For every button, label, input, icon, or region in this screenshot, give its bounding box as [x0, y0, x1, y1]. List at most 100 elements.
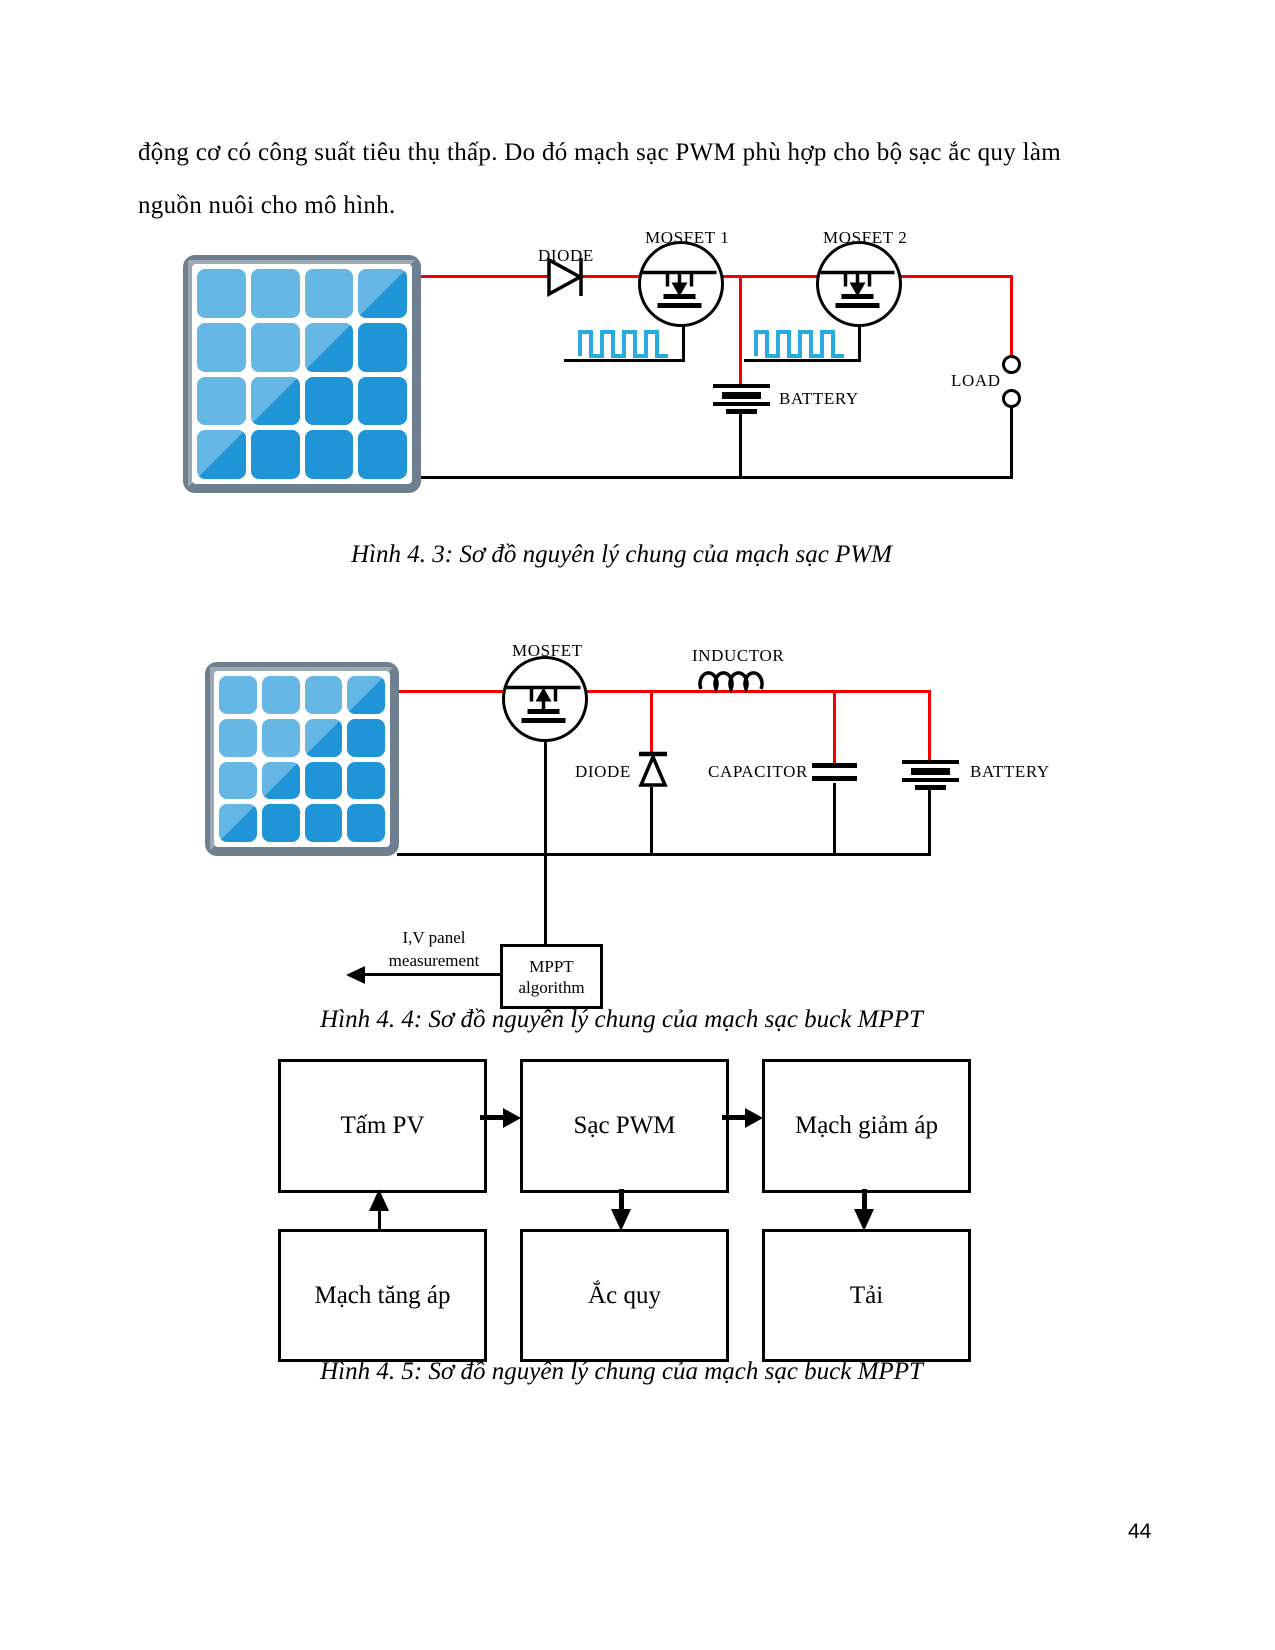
page-number: 44 [1128, 1520, 1152, 1543]
solar-cell [197, 430, 246, 479]
block-label: Mạch giảm áp [794, 1112, 938, 1139]
solar-cell [261, 718, 300, 757]
solar-panel-cells [214, 671, 390, 847]
battery-symbol [726, 409, 757, 414]
wire-segment [833, 692, 836, 765]
block-mach-tang-ap: Mạch tăng áp [278, 1229, 487, 1362]
figure-blocks-caption: Hình 4. 5: Sơ đồ nguyên lý chung của mạc… [320, 1358, 923, 1385]
solar-cell [197, 269, 246, 318]
wire-segment [739, 277, 742, 384]
solar-cell [347, 761, 385, 800]
arrow-shaft [619, 1189, 624, 1211]
diode-symbol [638, 751, 668, 787]
solar-panel-icon [205, 662, 399, 856]
arrowhead-right-icon [745, 1108, 763, 1128]
load-terminal [1002, 389, 1021, 408]
solar-cell [304, 376, 354, 426]
battery-symbol [722, 392, 761, 399]
diode-label: DIODE [575, 762, 631, 781]
wire-segment [858, 309, 861, 362]
mosfet1-symbol [638, 241, 724, 327]
solar-panel-shine [210, 667, 394, 851]
paragraph-line-2: nguồn nuôi cho mô hình. [138, 192, 396, 219]
solar-cell [347, 804, 385, 842]
mppt-algorithm-box: MPPT algorithm [500, 944, 603, 1009]
wire-segment [397, 690, 931, 693]
wire-segment [1010, 277, 1013, 355]
diode-label: DIODE [538, 246, 594, 265]
measurement-label-line2: measurement [388, 951, 480, 970]
block-ac-quy: Ắc quy [520, 1229, 729, 1362]
battery-symbol [911, 768, 950, 775]
block-mach-giam-ap: Mạch giảm áp [762, 1059, 971, 1193]
solar-cell [261, 676, 300, 714]
mosfet2-label: MOSFET 2 [823, 228, 908, 247]
solar-panel-shine [188, 260, 416, 488]
arrowhead-down-icon [854, 1209, 874, 1231]
arrowhead-down-icon [611, 1209, 631, 1231]
load-label: LOAD [951, 371, 1001, 390]
arrowhead-up-icon [369, 1189, 389, 1211]
wire-segment [650, 787, 653, 855]
wire-segment [564, 359, 685, 362]
wire-segment [1010, 408, 1013, 478]
mosfet-label: MOSFET [512, 641, 583, 660]
solar-cell [358, 430, 407, 479]
solar-cell [304, 430, 354, 479]
solar-cell [219, 718, 257, 757]
capacitor-label: CAPACITOR [708, 762, 808, 781]
solar-cell [219, 761, 257, 800]
wire-segment [739, 414, 742, 477]
mppt-box-line1: MPPT [529, 956, 574, 976]
block-label: Tấm PV [340, 1112, 425, 1139]
inductor-label: INDUCTOR [692, 646, 785, 665]
wire-segment [928, 692, 931, 762]
battery-label: BATTERY [779, 389, 859, 408]
battery-symbol [902, 760, 959, 764]
solar-cell [304, 676, 343, 714]
measurement-label-line1: I,V panel [402, 928, 466, 947]
arrowhead-left-icon [346, 966, 365, 984]
mosfet1-label: MOSFET 1 [645, 228, 730, 247]
arrow-shaft [862, 1189, 867, 1211]
wire-segment [544, 724, 547, 944]
wire-segment [928, 790, 931, 855]
solar-cell [347, 676, 385, 714]
arrow-shaft [722, 1115, 747, 1120]
solar-cell [304, 322, 354, 372]
solar-cell [304, 718, 343, 757]
solar-cell [304, 761, 343, 800]
figure-buck-caption: Hình 4. 4: Sơ đồ nguyên lý chung của mạc… [320, 1006, 923, 1033]
pwm-waveform-icon [754, 330, 844, 358]
battery-symbol [713, 402, 770, 406]
solar-cell [304, 269, 354, 318]
arrowhead-right-icon [503, 1108, 521, 1128]
solar-cell [250, 376, 300, 426]
solar-cell [261, 804, 300, 842]
wire-segment [682, 309, 685, 362]
inductor-symbol [698, 671, 764, 694]
solar-panel-icon [183, 255, 421, 493]
solar-cell [250, 269, 300, 318]
wire-segment [650, 692, 653, 753]
pwm-waveform-icon [578, 330, 668, 358]
solar-cell [250, 430, 300, 479]
battery-symbol [713, 384, 770, 388]
block-sac-pwm: Sạc PWM [520, 1059, 729, 1193]
capacitor-symbol [812, 763, 857, 768]
capacitor-symbol [812, 776, 857, 781]
paragraph-line-1: động cơ có công suất tiêu thụ thấp. Do đ… [138, 139, 1061, 166]
battery-label: BATTERY [970, 762, 1050, 781]
solar-cell [219, 676, 257, 714]
wire-segment [397, 853, 931, 856]
solar-cell [358, 269, 407, 318]
measurement-label: I,V panel measurement [375, 926, 493, 972]
solar-cell [358, 322, 407, 372]
solar-cell [197, 322, 246, 372]
solar-cell [304, 804, 343, 842]
battery-symbol [915, 785, 946, 790]
block-tam-pv: Tấm PV [278, 1059, 487, 1193]
solar-cell [358, 376, 407, 426]
mosfet-symbol [502, 656, 588, 742]
